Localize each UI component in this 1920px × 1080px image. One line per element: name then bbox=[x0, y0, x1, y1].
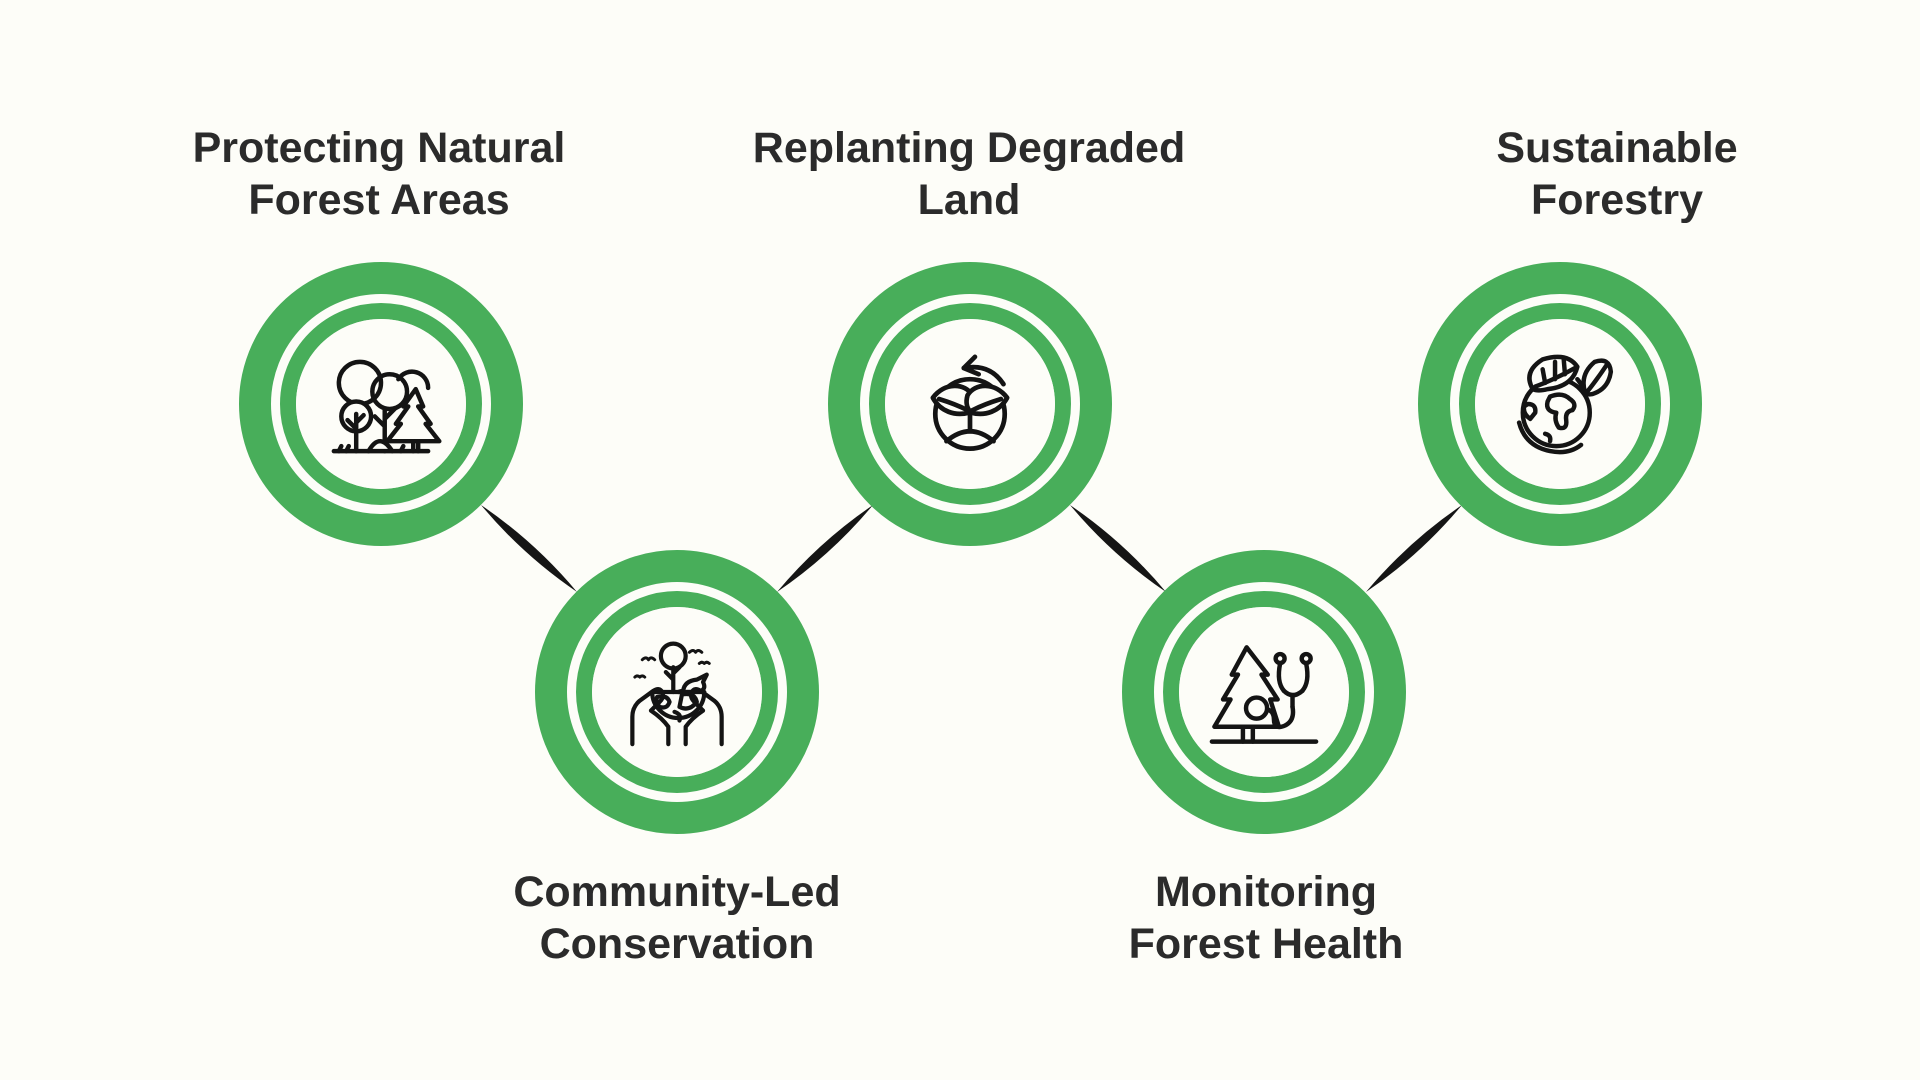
tree-stethoscope-icon bbox=[1209, 645, 1319, 744]
globe-with-leaves-icon bbox=[1516, 354, 1614, 455]
forest-trees-icon bbox=[331, 359, 442, 454]
node-replanting-degraded-land bbox=[828, 262, 1112, 546]
node-label-protecting-natural-forest-areas: Protecting Natural Forest Areas bbox=[69, 122, 689, 226]
label-line: Community-Led bbox=[513, 868, 841, 916]
node-sustainable-forestry bbox=[1418, 262, 1702, 546]
node-community-led-conservation bbox=[535, 550, 819, 834]
label-line: Forest Areas bbox=[248, 176, 510, 224]
green-double-ring bbox=[1122, 550, 1406, 834]
node-label-replanting-degraded-land: Replanting Degraded Land bbox=[659, 122, 1279, 226]
hands-holding-earth-icon bbox=[630, 641, 724, 747]
label-line: Sustainable bbox=[1496, 124, 1738, 172]
label-line: Forest Health bbox=[1128, 920, 1404, 968]
label-line: Forestry bbox=[1530, 176, 1704, 224]
green-double-ring bbox=[239, 262, 523, 546]
label-line: Land bbox=[917, 176, 1021, 224]
label-line: Monitoring bbox=[1154, 868, 1378, 916]
label-line: Conservation bbox=[539, 920, 815, 968]
node-label-community-led-conservation: Community-Led Conservation bbox=[367, 866, 987, 970]
label-line: Replanting Degraded bbox=[752, 124, 1186, 172]
node-label-sustainable-forestry: Sustainable Forestry bbox=[1307, 122, 1920, 226]
node-protecting-natural-forest-areas bbox=[239, 262, 523, 546]
node-monitoring-forest-health bbox=[1122, 550, 1406, 834]
node-label-monitoring-forest-health: Monitoring Forest Health bbox=[956, 866, 1576, 970]
label-line: Protecting Natural bbox=[192, 124, 566, 172]
replant-cycle-leaf-icon bbox=[930, 354, 1010, 451]
